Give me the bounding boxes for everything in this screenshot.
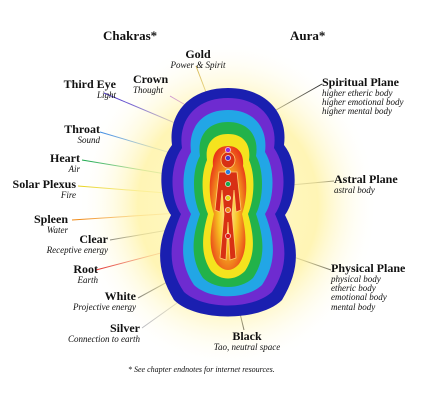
chakra-dot-solar-plexus [225,195,231,201]
aura-heading: Aura* [290,28,326,43]
chakra-points [225,147,231,239]
aura-label-physical: Physical Plane physical body etheric bod… [331,261,406,312]
aura-label-astral: Astral Plane astral body [334,172,398,195]
chakra-dot-throat [225,169,231,175]
chakra-dot-heart [225,181,231,187]
chakra-dot-third-eye [225,155,231,161]
aura-label-spiritual: Spiritual Plane higher etheric body high… [322,75,404,117]
chakra-dot-root [225,233,231,239]
chakras-heading: Chakras* [103,28,158,43]
chakra-dot-crown [225,147,231,153]
chakra-dot-spleen [225,207,231,213]
footnote: * See chapter endnotes for internet reso… [128,365,275,374]
